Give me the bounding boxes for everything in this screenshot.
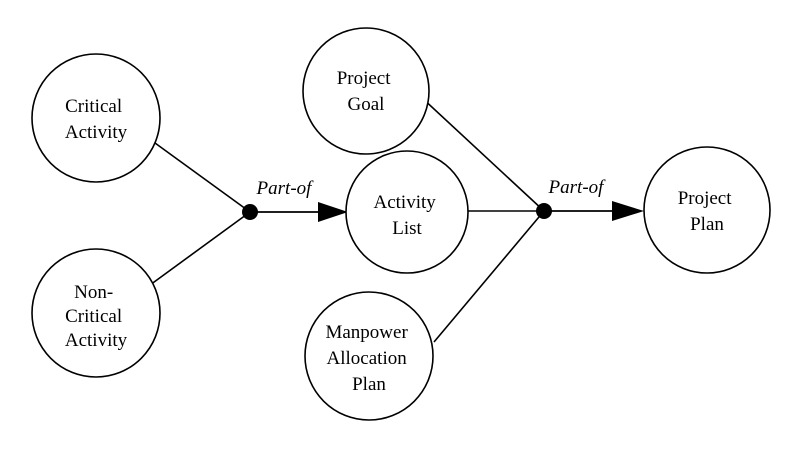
node-project-goal: Project Goal	[302, 27, 430, 155]
svg-text:Project Goal: Project Goal	[337, 68, 396, 115]
node-circle-manpower-allocation-plan	[304, 291, 434, 421]
node-label-line: Goal	[348, 94, 385, 115]
node-circle-project-plan	[643, 146, 771, 274]
edge-critical-activity-to-junction-left	[154, 142, 251, 213]
node-circle-activity-list	[345, 150, 469, 274]
edge-project-goal-to-junction-right	[419, 95, 545, 212]
node-label-line: Plan	[690, 214, 724, 235]
arrow-head-right	[612, 201, 644, 221]
arrow-head-left	[318, 202, 348, 222]
node-label-line: Critical	[65, 96, 122, 117]
node-label-line: Non-	[74, 282, 113, 303]
svg-text:Non- Critical Acti: Non- Critical Activity	[65, 282, 128, 351]
node-circle-non-critical-activity	[31, 248, 161, 378]
junction-dot-right	[536, 203, 552, 219]
relation-label-left: Part-of	[256, 178, 315, 199]
node-circle-project-goal	[302, 27, 430, 155]
node-circle-critical-activity	[31, 53, 161, 183]
node-label-line: Activity	[373, 192, 436, 213]
junction-dot-left	[242, 204, 258, 220]
node-activity-list: Activity List	[345, 150, 469, 274]
node-label-line: Project	[337, 68, 392, 89]
node-label-line: Allocation	[327, 348, 408, 369]
node-non-critical-activity: Non- Critical Activity	[31, 248, 161, 378]
node-label-line: Project	[678, 188, 733, 209]
svg-text:Manpower Allocation: Manpower Allocation Plan	[325, 322, 412, 395]
node-label-line: Manpower	[325, 322, 408, 343]
node-critical-activity: Critical Activity	[31, 53, 161, 183]
svg-text:Critical Activity: Critical Activity	[65, 96, 128, 143]
edge-manpower-allocation-plan-to-junction-right	[433, 210, 545, 343]
node-label-line: Activity	[65, 330, 128, 351]
svg-text:Activity List: Activity List	[373, 192, 440, 239]
node-label-line: List	[392, 218, 422, 239]
node-project-plan: Project Plan	[643, 146, 771, 274]
node-label-line: Critical	[65, 306, 122, 327]
svg-text:Project Plan: Project Plan	[678, 188, 737, 235]
node-label-line: Plan	[352, 374, 386, 395]
edge-non-critical-activity-to-junction-left	[149, 211, 251, 286]
node-manpower-allocation-plan: Manpower Allocation Plan	[304, 291, 434, 421]
relation-label-right: Part-of	[548, 177, 607, 198]
node-label-line: Activity	[65, 122, 128, 143]
